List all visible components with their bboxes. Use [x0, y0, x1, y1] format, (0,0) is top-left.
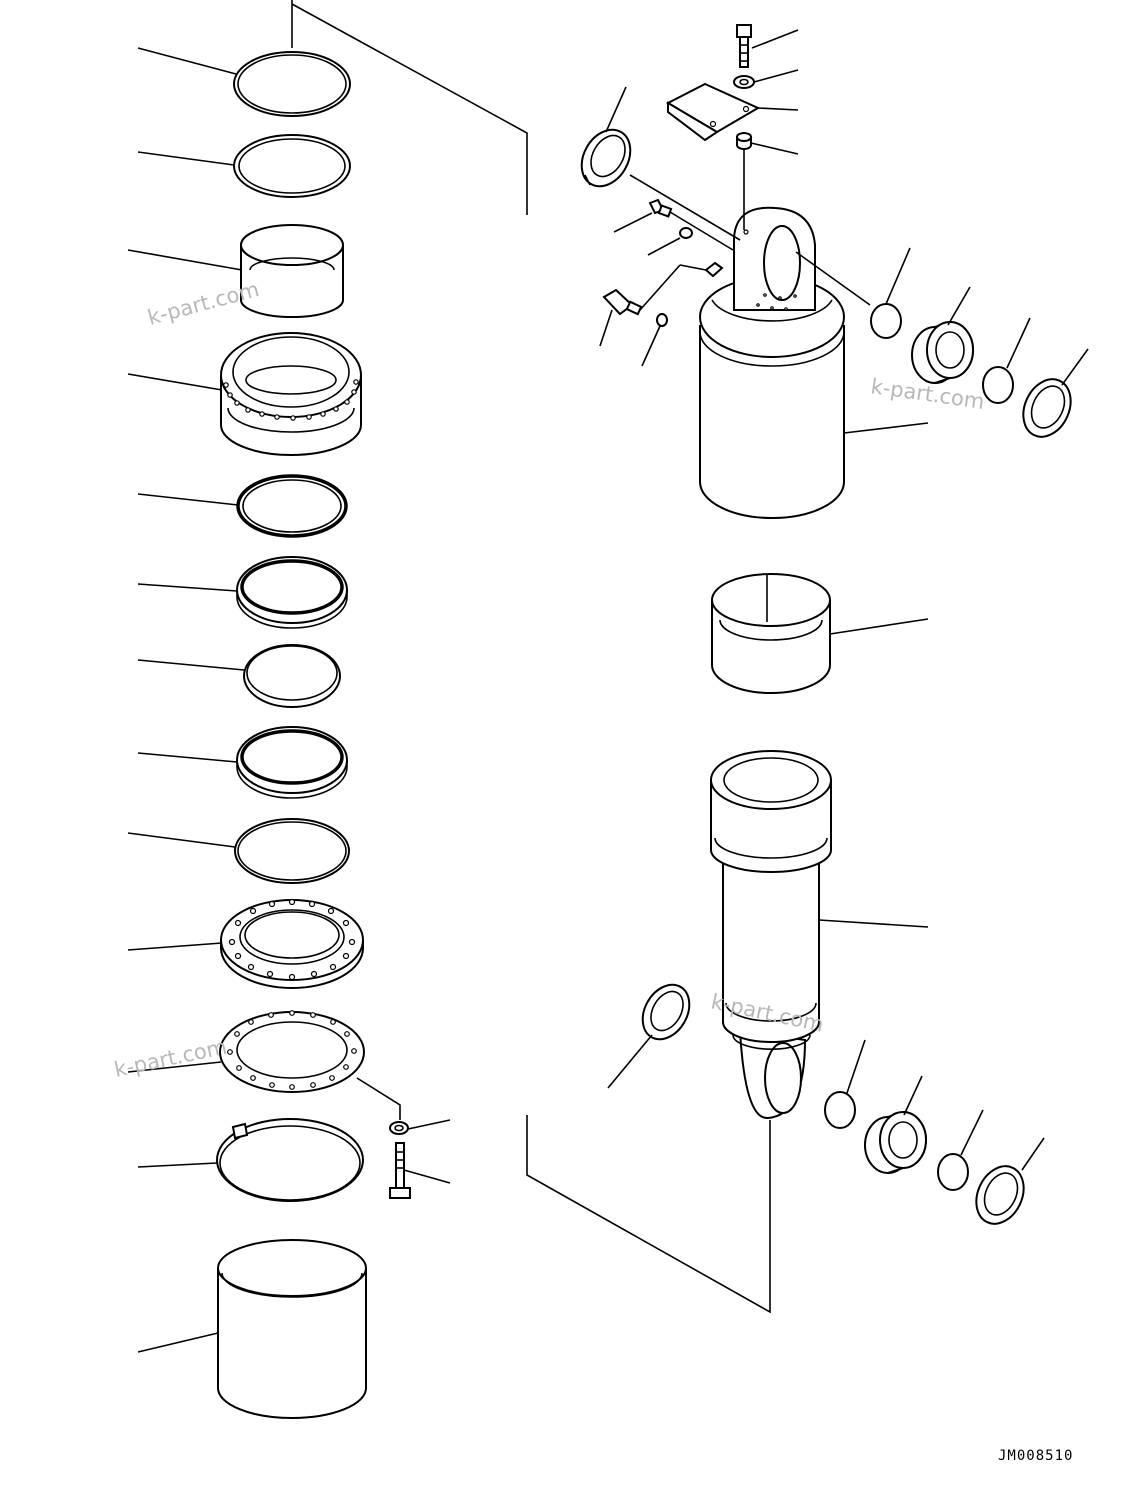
o-ring-small-2 — [657, 314, 667, 326]
spherical-bearing-top — [912, 322, 973, 383]
shim-top-2 — [983, 367, 1013, 403]
bolt-small — [390, 1143, 410, 1198]
top-washer — [734, 76, 754, 88]
dust-seal-top-right — [1014, 372, 1079, 445]
shim-bottom-2 — [938, 1154, 968, 1190]
seal-ring-thick — [238, 476, 346, 536]
o-ring-top — [234, 52, 350, 116]
assembly-guide-lines — [630, 150, 870, 310]
spherical-bearing-bottom — [865, 1112, 926, 1173]
middle-bushing — [712, 574, 830, 693]
watermark-4: k-part.com — [112, 1035, 229, 1082]
shim-top-1 — [871, 304, 901, 338]
gasket-bolt-holes — [228, 1011, 357, 1090]
cover — [218, 1240, 366, 1418]
spacer-bushing — [737, 133, 751, 149]
bearing-housing — [221, 333, 361, 455]
shim-bottom-1 — [825, 1092, 855, 1128]
dust-seal-top-left — [572, 121, 640, 195]
seal-with-lip-2 — [237, 727, 347, 798]
washer-small — [390, 1122, 408, 1134]
housing-bolt-holes — [224, 380, 358, 420]
leader-lines — [128, 30, 1088, 1352]
backup-ring — [244, 645, 340, 707]
cylinder-body — [700, 208, 844, 518]
piston-rod — [711, 751, 831, 1118]
cylinder-eye-top — [734, 208, 815, 310]
seal-with-lip — [237, 557, 347, 628]
top-bolt — [737, 25, 751, 67]
watermark-1: k-part.com — [145, 277, 262, 330]
o-ring-lower — [235, 819, 349, 883]
elbow-fitting — [604, 290, 641, 314]
assembly-bracket-lines — [292, 0, 770, 1312]
flange — [221, 900, 363, 989]
dust-seal-bottom-right — [967, 1159, 1032, 1232]
sleeve — [241, 225, 343, 317]
dust-seal-bottom-left — [633, 976, 698, 1047]
lock-plate — [668, 84, 758, 140]
o-ring-2 — [234, 135, 350, 197]
flange-bolt-holes — [230, 900, 355, 980]
drawing-code: JM008510 — [998, 1448, 1073, 1464]
o-ring-small-top — [680, 228, 692, 238]
clamp-band — [217, 1119, 363, 1201]
grease-fitting — [650, 200, 671, 216]
gasket — [220, 1011, 364, 1092]
